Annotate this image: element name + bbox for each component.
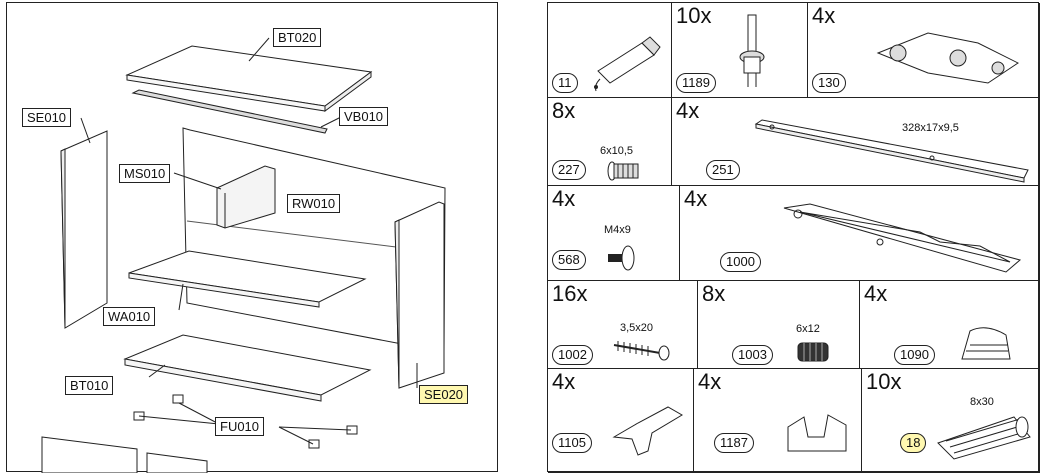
hardware-qty: 10x <box>676 3 712 28</box>
hardware-qty: 10x <box>866 369 902 394</box>
hardware-cell-1189: 10x 1189 <box>672 3 808 98</box>
door-panel <box>41 436 138 473</box>
mid-panel-ms010 <box>216 165 276 229</box>
hardware-cell-1105: 4x 1105 <box>548 369 694 473</box>
hardware-qty: 4x <box>552 186 576 211</box>
hardware-cell-1002: 16x 3,5x20 1002 <box>548 281 698 369</box>
cam-bolt-icon <box>739 14 765 87</box>
part-label-ms010: MS010 <box>119 164 171 183</box>
rail-icon <box>754 119 1029 183</box>
screw-short-icon <box>607 161 639 181</box>
exploded-view-panel: BT020 VB010 SE010 MS010 RW010 WA010 BT01… <box>6 2 498 473</box>
part-code-11: 11 <box>552 73 578 93</box>
part-label-bt020: BT020 <box>273 28 322 47</box>
part-code-1189: 1189 <box>676 73 716 93</box>
part-code-1000: 1000 <box>720 252 761 272</box>
wood-screw-icon <box>613 341 670 361</box>
part-code-1002: 1002 <box>552 345 593 365</box>
part-label-rw010: RW010 <box>287 194 341 213</box>
exploded-view-drawing <box>41 37 446 473</box>
part-code-227: 227 <box>552 160 586 180</box>
part-label-vb010: VB010 <box>339 107 389 126</box>
hardware-cell-130: 4x 130 <box>808 3 1040 98</box>
hardware-cell-568: 4x M4x9 568 <box>548 186 680 281</box>
part-label-wa010: WA010 <box>103 307 156 326</box>
dimension-label: M4x9 <box>604 224 631 236</box>
part-code-1105: 1105 <box>552 433 592 453</box>
hardware-qty: 8x <box>552 98 576 123</box>
rail-vb010 <box>131 89 328 134</box>
part-code-1003: 1003 <box>732 345 773 365</box>
hardware-qty: 4x <box>684 186 708 211</box>
part-code-1090: 1090 <box>894 345 935 365</box>
drawer-runner-icon <box>783 203 1022 273</box>
hardware-cell-227: 8x 6x10,5 227 <box>548 98 672 186</box>
hardware-cell-1187: 4x 1187 <box>694 369 862 473</box>
foot-fu010 <box>308 439 320 449</box>
hardware-cell-1000: 4x 1000 <box>680 186 1040 281</box>
part-label-se020: SE020 <box>419 385 469 404</box>
hardware-table-panel: 11 10x 1189 4x 130 8x 6x10,5 227 4 <box>547 2 1040 473</box>
hardware-qty: 8x <box>702 281 726 306</box>
clip-icon <box>787 414 847 452</box>
dowel-anchor-icon <box>797 342 829 362</box>
hardware-qty: 4x <box>552 369 576 394</box>
dimension-label: 6x10,5 <box>600 145 634 157</box>
part-label-fu010: FU010 <box>215 417 265 436</box>
hardware-qty: 4x <box>812 3 836 28</box>
hardware-cell-1090: 4x 1090 <box>860 281 1040 369</box>
hinge-icon <box>876 32 1019 84</box>
part-code-130: 130 <box>812 73 846 93</box>
shelf-support-icon <box>612 406 683 456</box>
right-side-se020 <box>394 201 445 389</box>
dimension-label: 328x17x9,5 <box>902 122 959 134</box>
part-code-568: 568 <box>552 250 586 270</box>
hardware-qty: 16x <box>552 281 588 306</box>
left-side-se010 <box>60 130 108 329</box>
hardware-qty: 4x <box>676 98 700 123</box>
hardware-cell-251: 4x 328x17x9,5 251 <box>672 98 1040 186</box>
hardware-cell-1003: 8x 6x12 1003 <box>698 281 860 369</box>
part-label-bt010: BT010 <box>65 376 114 395</box>
foot-glide-icon <box>961 327 1011 360</box>
part-label-se010: SE010 <box>22 108 72 127</box>
dimension-label: 3,5x20 <box>620 322 654 334</box>
glue-tube-icon <box>594 36 661 92</box>
hardware-cell-18: 10x 8x30 18 <box>862 369 1040 473</box>
part-code-1187: 1187 <box>714 433 754 453</box>
part-code-251: 251 <box>706 160 740 180</box>
hardware-qty: 4x <box>864 281 888 306</box>
bolt-icon <box>608 245 635 271</box>
hardware-qty: 4x <box>698 369 722 394</box>
hardware-cell-11: 11 <box>548 3 672 98</box>
dimension-label: 6x12 <box>796 323 820 335</box>
foot-fu010 <box>172 394 184 404</box>
dimension-label: 8x30 <box>970 396 994 408</box>
part-code-18: 18 <box>900 433 927 453</box>
wood-dowel-icon <box>937 416 1031 460</box>
door-panel <box>146 452 208 473</box>
